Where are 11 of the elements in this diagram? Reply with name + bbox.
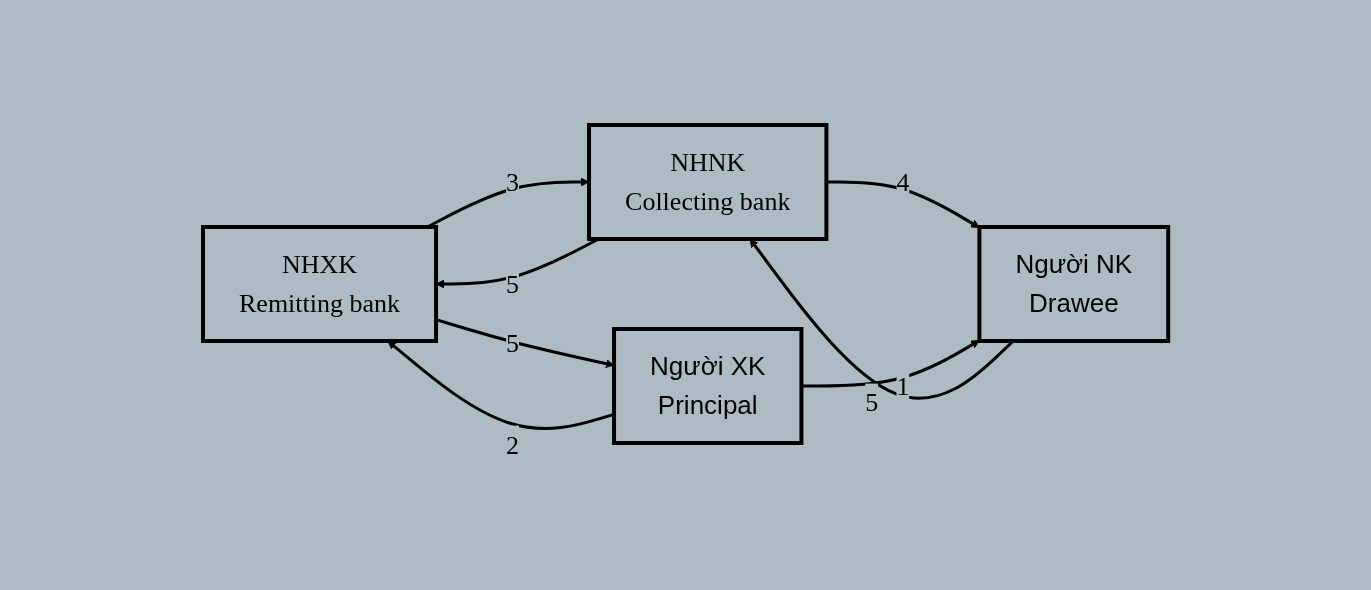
edge-label: 5 <box>505 269 519 299</box>
node-box: Người NK Drawee <box>977 225 1171 344</box>
edge-label: 5 <box>865 388 879 418</box>
node-box: NHXK Remitting bank <box>200 225 438 344</box>
edge-label: 1 <box>896 371 910 401</box>
node-box: Người XK Principal <box>611 327 804 446</box>
edge-label: 3 <box>505 167 519 197</box>
edge-label: 4 <box>896 167 910 197</box>
node-box: NHNK Collecting bank <box>586 123 829 242</box>
edge-label: 5 <box>505 328 519 358</box>
edge-label: 2 <box>505 430 519 460</box>
